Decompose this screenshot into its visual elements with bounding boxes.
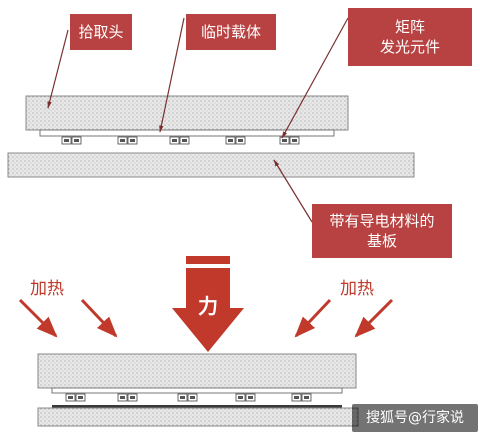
led-chip-die bbox=[120, 139, 125, 142]
led-chip-die bbox=[130, 396, 135, 399]
label-heat-right: 加热 bbox=[340, 279, 374, 299]
led-chip-die bbox=[294, 396, 299, 399]
led-chip-die bbox=[304, 396, 309, 399]
led-chip-die bbox=[130, 139, 135, 142]
led-chip-die bbox=[292, 139, 297, 142]
led-chip-die bbox=[180, 396, 185, 399]
led-chips-bottom bbox=[65, 393, 312, 402]
heat-arrow-left-2 bbox=[80, 298, 118, 338]
force-arrow-stub bbox=[186, 256, 230, 264]
label-temporary-carrier: 临时载体 bbox=[200, 23, 261, 41]
led-chip-die bbox=[120, 396, 125, 399]
led-chip-die bbox=[68, 396, 73, 399]
leader-temp-carrier bbox=[159, 17, 185, 133]
label-pickup-head: 拾取头 bbox=[78, 23, 124, 41]
led-chip-die bbox=[78, 396, 83, 399]
leader-led-array bbox=[281, 17, 349, 139]
led-chip-die bbox=[182, 139, 187, 142]
leader-pickup-head bbox=[47, 29, 69, 109]
led-chip-die bbox=[238, 139, 243, 142]
watermark: 搜狐号@行家说 bbox=[352, 404, 478, 432]
heat-arrow-left-1 bbox=[18, 298, 58, 338]
pickup-head-plate bbox=[25, 95, 349, 131]
led-chip-die bbox=[172, 139, 177, 142]
callout-substrate: 带有导电材料的 基板 bbox=[312, 204, 452, 258]
led-chip-die bbox=[238, 396, 243, 399]
callout-temporary-carrier: 临时载体 bbox=[186, 14, 276, 50]
led-chip-die bbox=[228, 139, 233, 142]
label-heat-left: 加热 bbox=[30, 279, 64, 299]
led-chip-die bbox=[248, 396, 253, 399]
substrate-plate-bottom bbox=[37, 407, 359, 427]
label-led-array: 矩阵 发光元件 bbox=[379, 18, 440, 56]
pickup-head-plate-bottom bbox=[37, 353, 357, 389]
label-force: 力 bbox=[198, 294, 218, 318]
led-chips-top bbox=[61, 136, 300, 145]
led-chip-die bbox=[74, 139, 79, 142]
led-chip-die bbox=[282, 139, 287, 142]
led-chip-die bbox=[64, 139, 69, 142]
conductive-layer bbox=[52, 405, 342, 408]
substrate-plate-top bbox=[7, 152, 415, 178]
temporary-carrier-bottom bbox=[51, 387, 343, 394]
heat-arrow-right-2 bbox=[354, 298, 394, 338]
callout-pickup-head: 拾取头 bbox=[70, 14, 132, 50]
callout-led-array: 矩阵 发光元件 bbox=[348, 8, 472, 66]
temporary-carrier bbox=[39, 129, 335, 137]
heat-arrow-right-1 bbox=[294, 298, 332, 338]
force-arrow bbox=[172, 268, 244, 352]
label-substrate: 带有导电材料的 基板 bbox=[329, 212, 435, 250]
led-chip-die bbox=[190, 396, 195, 399]
leader-substrate bbox=[273, 159, 313, 223]
